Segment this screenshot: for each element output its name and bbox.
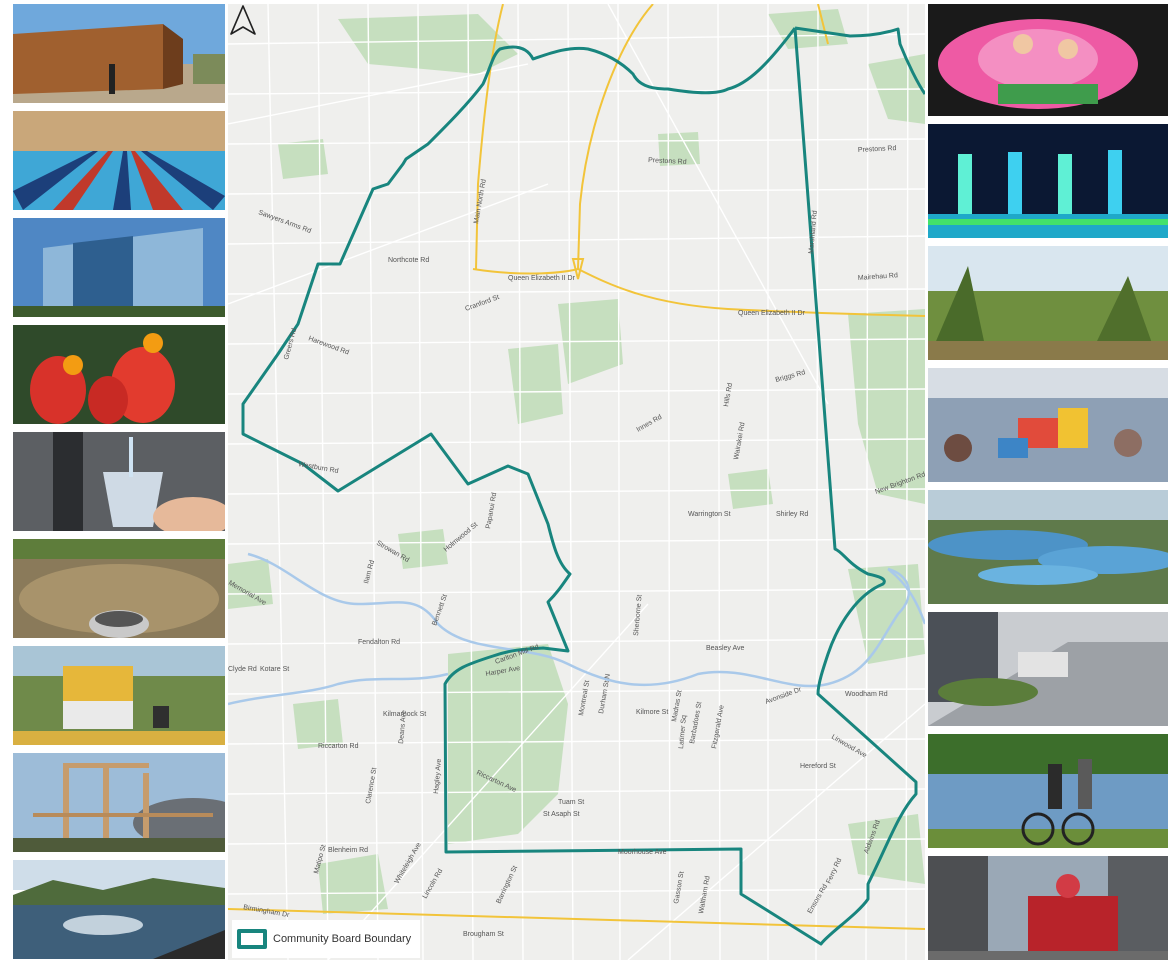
street-label: Clyde Rd bbox=[228, 666, 257, 673]
street-label: Blenheim Rd bbox=[328, 847, 368, 854]
street-label: Shirley Rd bbox=[776, 511, 808, 518]
street-label: Prestons Rd bbox=[858, 145, 897, 154]
street-label: Barrington St bbox=[495, 865, 519, 905]
street-label: Gasson St bbox=[673, 871, 686, 904]
photo-lagoon-aerial bbox=[928, 490, 1168, 604]
street-label: Montreal St bbox=[578, 680, 591, 717]
boundary-swatch-icon bbox=[237, 929, 267, 949]
photo-library-building bbox=[13, 4, 225, 103]
photo-rescue-workers bbox=[13, 325, 225, 424]
community-board-map[interactable]: Prestons Rd Prestons Rd Main North Rd Sa… bbox=[228, 4, 925, 960]
photo-city-street bbox=[928, 612, 1168, 726]
photo-swimming-pool bbox=[13, 111, 225, 210]
photo-wetland-park bbox=[928, 246, 1168, 360]
street-label: Fendalton Rd bbox=[358, 639, 400, 646]
street-label: Kilmarnock St bbox=[383, 711, 426, 718]
street-label: Barbadoes St bbox=[689, 701, 703, 744]
street-label: Holmwood St bbox=[443, 521, 479, 553]
street-label: Ferry Rd bbox=[825, 857, 843, 885]
photo-tram bbox=[928, 856, 1168, 960]
street-label: Avonside Dr bbox=[764, 686, 803, 706]
street-label: Durham St N bbox=[598, 673, 612, 714]
street-label: Main North Rd bbox=[473, 179, 488, 225]
photo-water-glass bbox=[13, 432, 225, 531]
photo-timber-frame bbox=[13, 753, 225, 852]
street-label: Prestons Rd bbox=[648, 157, 687, 166]
street-label: Waltham Rd bbox=[698, 875, 712, 914]
street-label: Bennett St bbox=[431, 594, 449, 627]
street-label: Papanui Rd bbox=[485, 492, 498, 529]
street-label: Mairehau Rd bbox=[858, 272, 899, 282]
street-label: Riccarton Rd bbox=[318, 743, 359, 750]
street-label: Ensors Rd bbox=[807, 883, 829, 915]
street-label: Brougham St bbox=[463, 931, 504, 938]
street-label: Kotare St bbox=[260, 666, 289, 673]
street-label: Tuam St bbox=[558, 799, 584, 806]
legend-label: Community Board Boundary bbox=[273, 933, 412, 945]
map-canvas: Prestons Rd Prestons Rd Main North Rd Sa… bbox=[228, 4, 925, 960]
photo-neon-performers bbox=[928, 124, 1168, 238]
map-legend: Community Board Boundary bbox=[232, 920, 420, 958]
major-roads bbox=[228, 4, 925, 930]
street-label: Birmingham Dr bbox=[243, 904, 291, 919]
street-label: Deans Ave bbox=[398, 710, 408, 744]
street-label: Northcote Rd bbox=[388, 257, 429, 264]
street-label: Sawyers Arms Rd bbox=[257, 209, 312, 235]
north-arrow-icon bbox=[230, 5, 256, 35]
street-label: Westburn Rd bbox=[298, 461, 339, 475]
street-label: Harewood Rd bbox=[307, 335, 350, 356]
street-label: Hagley Ave bbox=[433, 758, 443, 794]
street-label: Briggs Rd bbox=[775, 369, 807, 384]
photo-planting-field bbox=[13, 539, 225, 638]
street-label: Queen Elizabeth II Dr bbox=[738, 310, 806, 317]
photo-coastline bbox=[13, 860, 225, 959]
street-label: Fitzgerald Ave bbox=[711, 704, 726, 749]
community-board-boundary[interactable] bbox=[241, 26, 925, 946]
street-label: Sherborne St bbox=[633, 594, 644, 636]
photo-cyclists bbox=[928, 734, 1168, 848]
street-label: Moorhouse Ave bbox=[618, 849, 667, 856]
street-label: Warrington St bbox=[688, 511, 731, 518]
rivers bbox=[228, 552, 925, 706]
street-label: Woodham Rd bbox=[845, 691, 888, 698]
street-label: Whiteleigh Ave bbox=[394, 841, 423, 885]
photo-library-children bbox=[928, 368, 1168, 482]
street-label: Latimer Sq bbox=[678, 715, 688, 749]
street-label: Linwood Ave bbox=[830, 734, 868, 760]
street-label: St Asaph St bbox=[543, 811, 580, 818]
park-areas bbox=[228, 9, 925, 914]
photo-cultural-dancers bbox=[928, 4, 1168, 116]
minor-streets bbox=[228, 4, 925, 960]
street-label: Lincoln Rd bbox=[422, 868, 445, 900]
photo-rubbish-truck bbox=[13, 646, 225, 745]
street-label: Marshland Rd bbox=[808, 210, 819, 254]
street-label: Hereford St bbox=[800, 763, 836, 770]
street-label: Hills Rd bbox=[723, 382, 734, 407]
photo-glass-building bbox=[13, 218, 225, 317]
street-label: Beasley Ave bbox=[706, 645, 745, 652]
street-label: Kilmore St bbox=[636, 709, 668, 716]
street-label: Queen Elizabeth II Dr bbox=[508, 275, 576, 282]
street-label: Innes Rd bbox=[636, 414, 664, 434]
